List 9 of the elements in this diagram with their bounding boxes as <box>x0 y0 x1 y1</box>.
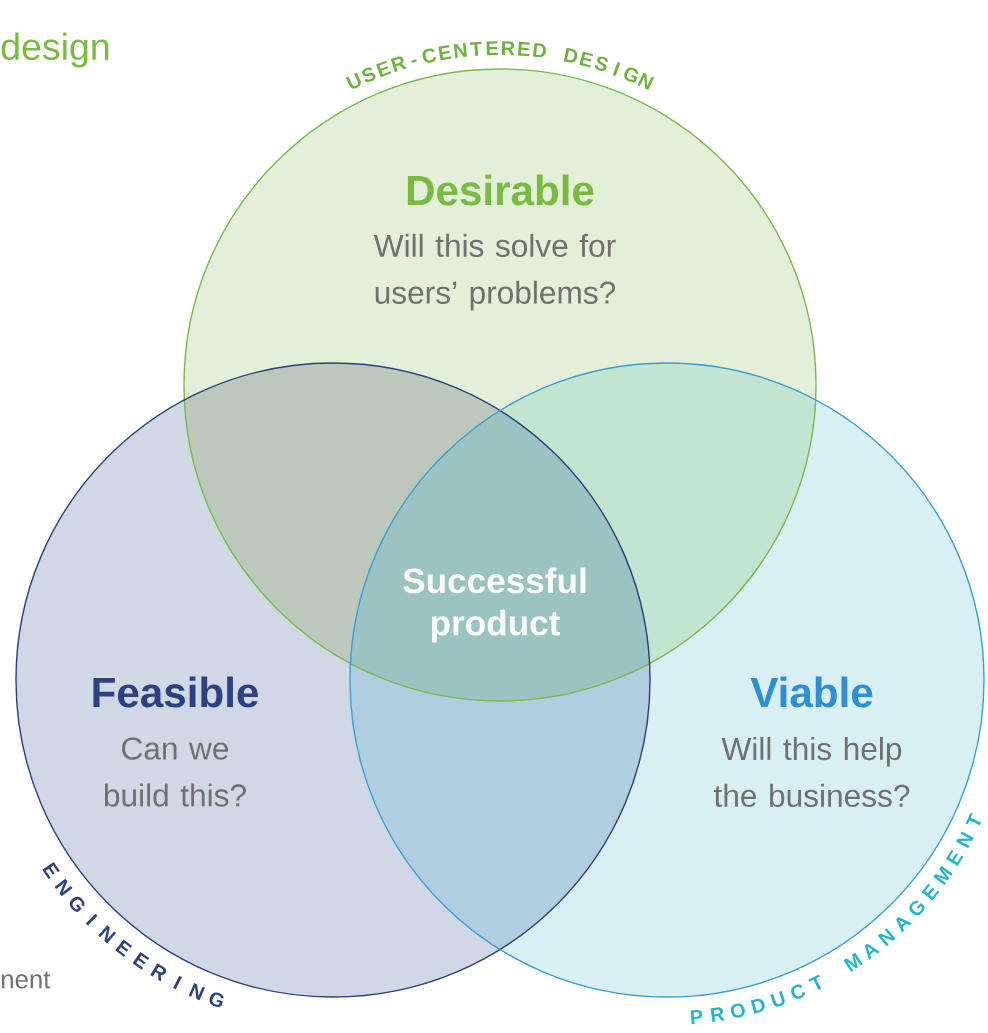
cropped-label: design <box>1 32 109 68</box>
circle-question: Will this help the business? <box>714 736 910 808</box>
circle-heading: Desirable <box>407 174 594 206</box>
circle-heading: Feasible <box>93 676 258 708</box>
circle-heading: Viable <box>750 676 873 708</box>
cropped-label: nent <box>1 971 51 989</box>
circle-question: Can we build this? <box>104 737 246 807</box>
center-label: Successful product <box>403 567 586 643</box>
circle-question: Will this solve for users’ problems? <box>373 233 616 311</box>
